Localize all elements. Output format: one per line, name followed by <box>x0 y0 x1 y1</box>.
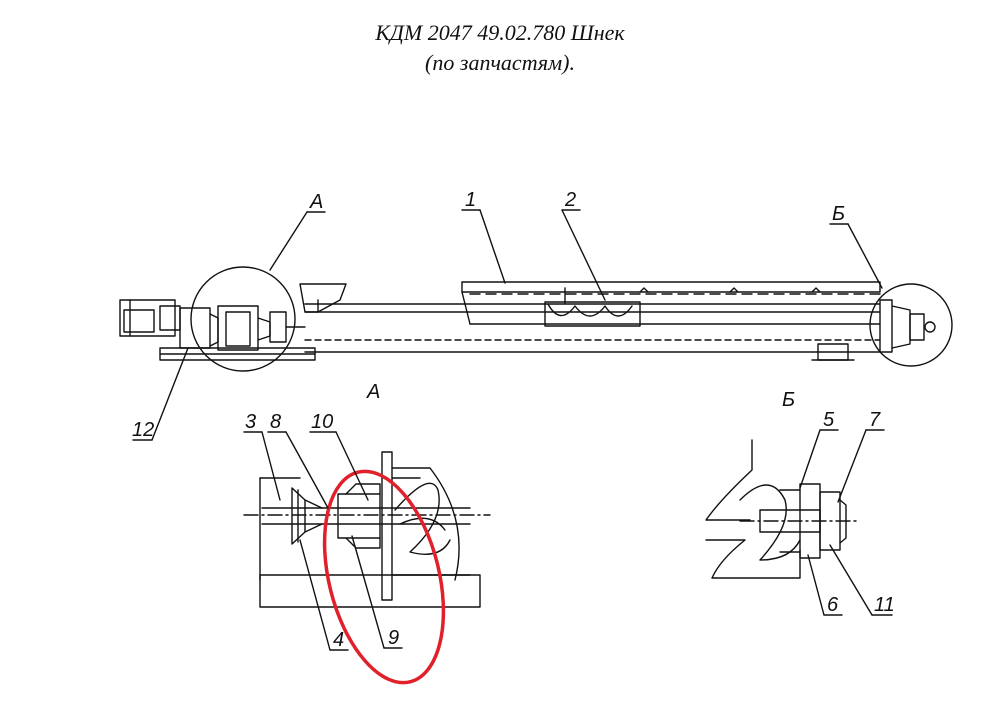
detail-b-drawing <box>705 439 861 579</box>
callout-1: 1 <box>465 189 476 211</box>
callout-5: 5 <box>823 409 835 431</box>
leader-lines-detail-a <box>243 431 403 651</box>
callout-6: 6 <box>827 594 839 616</box>
leader-lines-detail-b <box>799 429 893 616</box>
callout-12: 12 <box>132 419 154 441</box>
callout-8: 8 <box>270 411 281 433</box>
callout-11: 11 <box>874 594 895 616</box>
detail-circle-a <box>190 266 296 372</box>
callout-2: 2 <box>564 189 576 211</box>
label-section-a: А <box>366 381 380 403</box>
detail-a-drawing <box>243 451 491 608</box>
drawing-title: КДМ 2047 49.02.780 Шнек <box>375 20 625 45</box>
highlight-ellipse <box>322 469 446 685</box>
detail-circle-b <box>869 283 953 367</box>
callout-3: 3 <box>245 411 256 433</box>
callout-7: 7 <box>869 409 881 431</box>
label-detail-b: Б <box>832 203 845 225</box>
label-detail-a: А <box>309 191 323 213</box>
leader-lines-main <box>132 209 883 441</box>
label-section-b: Б <box>782 389 795 411</box>
callout-9: 9 <box>388 627 399 649</box>
callout-4: 4 <box>333 629 344 651</box>
callout-10: 10 <box>311 411 333 433</box>
main-assembly <box>119 281 936 361</box>
drawing-subtitle: (по запчастям). <box>425 50 575 75</box>
